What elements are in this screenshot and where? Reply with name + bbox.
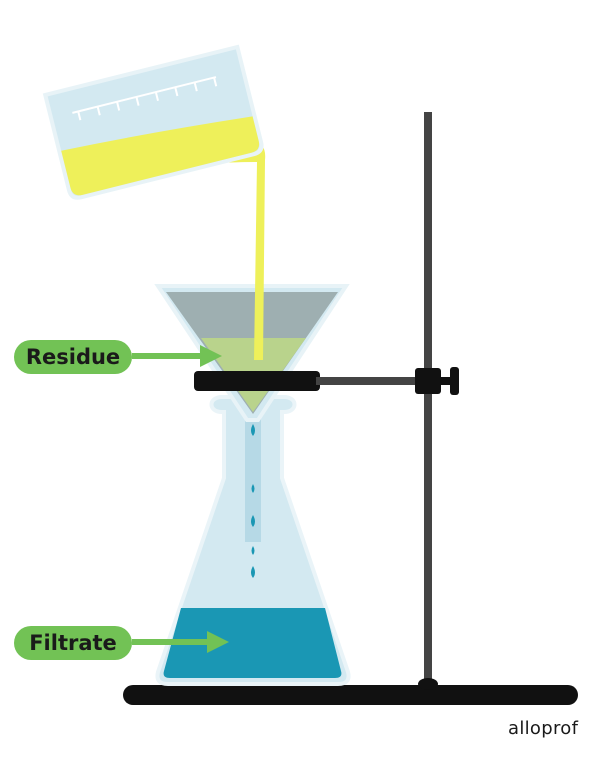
beaker-graduations xyxy=(72,76,218,121)
clamp-arm xyxy=(316,377,426,385)
filtrate-drops xyxy=(251,424,255,578)
residue-label: Residue xyxy=(14,340,132,374)
filtrate-label: Filtrate xyxy=(14,626,132,660)
beaker xyxy=(42,44,264,200)
residue-arrow xyxy=(132,345,222,367)
drop xyxy=(251,484,255,493)
clamp-knob xyxy=(450,367,459,395)
drop xyxy=(251,546,255,555)
clamp-screw xyxy=(440,377,452,385)
funnel-stem xyxy=(245,408,261,542)
drop xyxy=(251,515,255,527)
clamp-holder xyxy=(194,371,320,391)
filtrate-arrow xyxy=(132,631,229,653)
clamp-boss xyxy=(415,368,441,394)
rod-foot xyxy=(418,678,438,690)
pouring-stream xyxy=(196,146,266,360)
beaker-liquid xyxy=(61,116,260,196)
brand-logo: alloprof xyxy=(508,718,579,739)
stand-base xyxy=(123,685,578,705)
stand-rod xyxy=(424,112,432,688)
filtrate-liquid xyxy=(163,608,342,678)
drop xyxy=(251,566,255,578)
drop xyxy=(251,424,255,436)
